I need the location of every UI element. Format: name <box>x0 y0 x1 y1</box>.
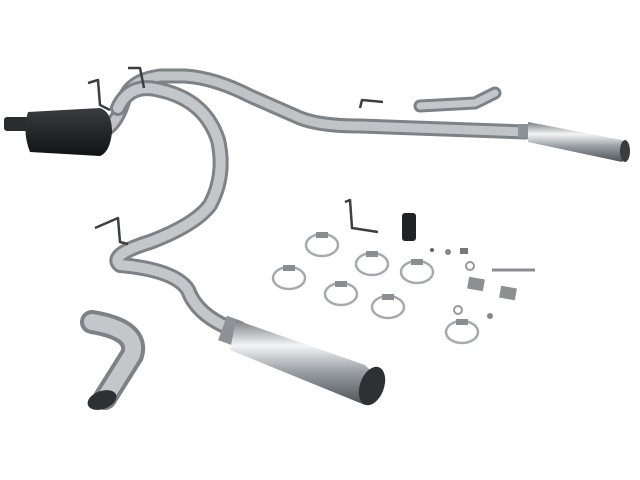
tailpipe-section <box>413 86 502 113</box>
hanger <box>344 198 379 234</box>
muffler <box>4 108 112 156</box>
clamps <box>271 232 480 345</box>
clamp <box>444 319 480 345</box>
clamp <box>354 251 390 277</box>
hanger <box>128 66 146 89</box>
hanger <box>94 216 129 246</box>
hanger <box>358 98 384 109</box>
hangers <box>87 66 384 246</box>
clamp <box>370 294 406 320</box>
clamp <box>271 265 307 291</box>
hanger <box>87 78 111 112</box>
upper-chrome-tip <box>518 122 630 162</box>
clamp <box>304 232 340 258</box>
lower-chrome-tip <box>218 315 386 406</box>
clamp <box>399 259 435 285</box>
lower-pipe <box>109 80 248 340</box>
rubber-isolator <box>402 213 416 241</box>
hardware <box>430 248 535 319</box>
clamp <box>323 281 359 307</box>
elbow-pipe <box>80 310 146 410</box>
